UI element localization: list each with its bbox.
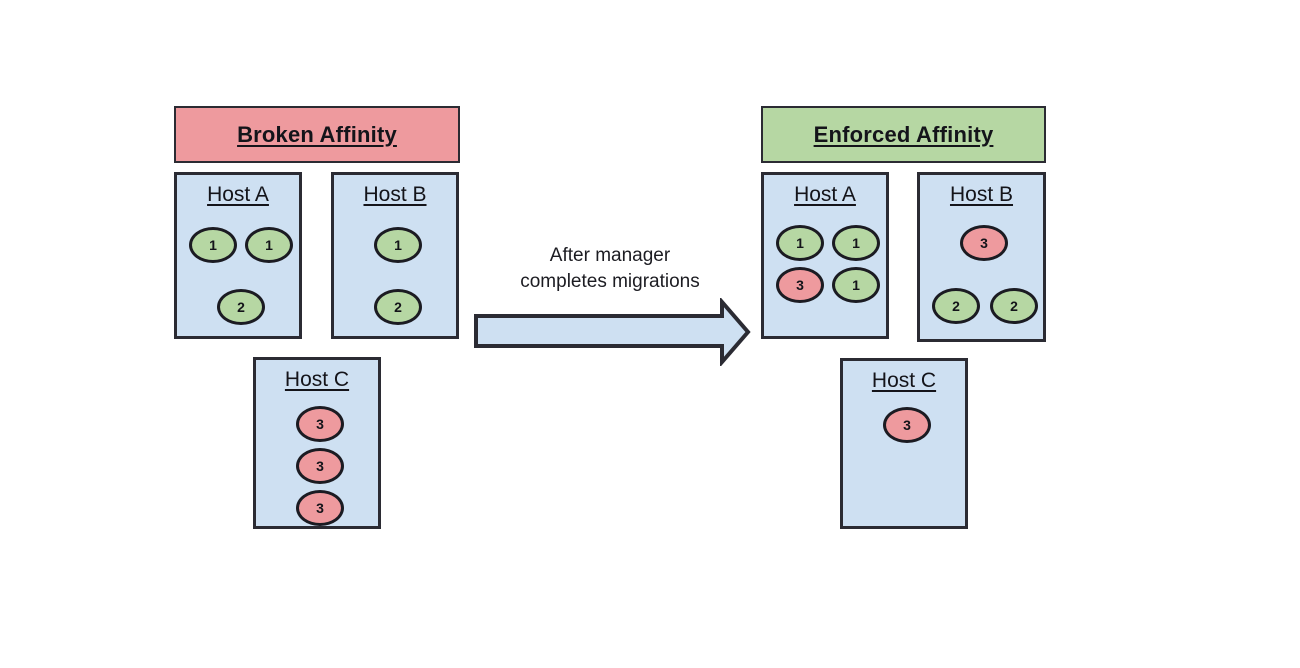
host-box-broken-host-c[interactable]: Host C 3 3 3: [253, 357, 381, 529]
host-box-enforced-host-c[interactable]: Host C 3: [840, 358, 968, 529]
panel-header-enforced-affinity: Enforced Affinity: [761, 106, 1046, 163]
vm-enforced-host-a-1[interactable]: 1: [776, 225, 824, 261]
transition-caption: After manager completes migrations: [476, 243, 744, 295]
vm-enforced-host-a-4[interactable]: 1: [832, 267, 880, 303]
vm-broken-host-c-1[interactable]: 3: [296, 406, 344, 442]
vm-enforced-host-a-3[interactable]: 3: [776, 267, 824, 303]
host-label-enforced-host-a: Host A: [794, 183, 856, 206]
host-box-broken-host-a[interactable]: Host A 1 1 2: [174, 172, 302, 339]
transition-caption-line-2: completes migrations: [520, 271, 700, 292]
host-box-enforced-host-b[interactable]: Host B 3 2 2: [917, 172, 1046, 342]
vm-broken-host-a-1[interactable]: 1: [189, 227, 237, 263]
vm-broken-host-a-2[interactable]: 1: [245, 227, 293, 263]
host-box-enforced-host-a[interactable]: Host A 1 1 3 1: [761, 172, 889, 339]
vm-enforced-host-b-1[interactable]: 3: [960, 225, 1008, 261]
panel-header-broken-affinity: Broken Affinity: [174, 106, 460, 163]
host-label-enforced-host-c: Host C: [871, 369, 937, 392]
host-label-broken-host-a: Host A: [207, 183, 269, 206]
vm-enforced-host-c-1[interactable]: 3: [883, 407, 931, 443]
vm-broken-host-c-2[interactable]: 3: [296, 448, 344, 484]
host-label-broken-host-b: Host B: [363, 183, 427, 206]
vm-broken-host-a-3[interactable]: 2: [217, 289, 265, 325]
host-label-broken-host-c: Host C: [284, 368, 350, 391]
vm-broken-host-b-2[interactable]: 2: [374, 289, 422, 325]
vm-enforced-host-a-2[interactable]: 1: [832, 225, 880, 261]
vm-enforced-host-b-2[interactable]: 2: [932, 288, 980, 324]
vm-broken-host-b-1[interactable]: 1: [374, 227, 422, 263]
vm-broken-host-c-3[interactable]: 3: [296, 490, 344, 526]
host-label-enforced-host-b: Host B: [949, 183, 1014, 206]
transition-caption-line-1: After manager: [549, 245, 671, 266]
migration-arrow: [472, 298, 752, 366]
right-arrow-icon: [474, 298, 751, 366]
host-box-broken-host-b[interactable]: Host B 1 2: [331, 172, 459, 339]
vm-enforced-host-b-3[interactable]: 2: [990, 288, 1038, 324]
